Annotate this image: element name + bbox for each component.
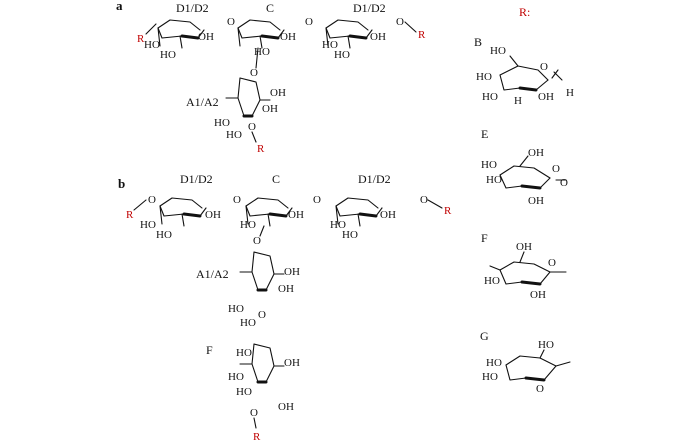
svg-text:OH: OH bbox=[284, 266, 300, 278]
svg-text:O: O bbox=[560, 177, 568, 189]
r-unit-b-ring bbox=[499, 55, 563, 92]
svg-text:O: O bbox=[258, 309, 266, 321]
svg-text:HO: HO bbox=[240, 317, 256, 329]
r-unit-e-ring bbox=[499, 155, 567, 190]
unit-label-d1d2-right-b: D1/D2 bbox=[358, 172, 391, 186]
ring-c-a bbox=[236, 18, 286, 50]
svg-text:HO: HO bbox=[334, 49, 350, 61]
svg-text:OH: OH bbox=[198, 31, 214, 43]
svg-text:O: O bbox=[548, 257, 556, 269]
svg-text:O: O bbox=[253, 235, 261, 247]
svg-text:O: O bbox=[540, 61, 548, 73]
svg-text:OH: OH bbox=[284, 357, 300, 369]
svg-text:OH: OH bbox=[288, 209, 304, 221]
svg-text:HO: HO bbox=[482, 91, 498, 103]
svg-text:HO: HO bbox=[538, 339, 554, 351]
svg-text:HO: HO bbox=[322, 39, 338, 51]
svg-text:OH: OH bbox=[278, 401, 294, 413]
svg-text:OH: OH bbox=[270, 87, 286, 99]
r-unit-label-g: G bbox=[480, 329, 489, 343]
unit-label-c-a: C bbox=[266, 1, 274, 15]
svg-text:HO: HO bbox=[481, 159, 497, 171]
r-unit-g-ring bbox=[505, 349, 571, 382]
svg-text:O: O bbox=[148, 194, 156, 206]
svg-text:OH: OH bbox=[278, 283, 294, 295]
svg-text:O: O bbox=[250, 67, 258, 79]
svg-text:HO: HO bbox=[484, 275, 500, 287]
svg-text:O: O bbox=[248, 121, 256, 133]
svg-text:O: O bbox=[250, 407, 258, 419]
unit-label-a1a2-b: A1/A2 bbox=[196, 267, 229, 281]
unit-label-c-b: C bbox=[272, 172, 280, 186]
r-group-bottom-b: R bbox=[253, 431, 261, 443]
svg-text:HO: HO bbox=[240, 219, 256, 231]
svg-text:OH: OH bbox=[380, 209, 396, 221]
panel-label-b: b bbox=[118, 176, 125, 191]
svg-text:HO: HO bbox=[486, 357, 502, 369]
svg-text:OH: OH bbox=[280, 31, 296, 43]
r-group-left-a: R bbox=[137, 33, 145, 45]
svg-text:H: H bbox=[514, 95, 522, 107]
ring-d1-b bbox=[158, 196, 208, 228]
panel-label-a: a bbox=[116, 0, 123, 13]
svg-text:HO: HO bbox=[330, 219, 346, 231]
unit-label-d1d2-right-a: D1/D2 bbox=[353, 1, 386, 15]
r-group-right-a: R bbox=[418, 29, 426, 41]
svg-text:O: O bbox=[420, 194, 428, 206]
unit-label-f-b: F bbox=[206, 343, 213, 357]
svg-text:HO: HO bbox=[482, 371, 498, 383]
svg-text:O: O bbox=[233, 194, 241, 206]
svg-text:O: O bbox=[536, 383, 544, 395]
svg-text:HO: HO bbox=[254, 46, 270, 58]
svg-text:HO: HO bbox=[226, 129, 242, 141]
svg-text:HO: HO bbox=[160, 49, 176, 61]
svg-text:H: H bbox=[566, 87, 574, 99]
svg-text:HO: HO bbox=[236, 386, 252, 398]
svg-text:O: O bbox=[396, 16, 404, 28]
svg-text:O: O bbox=[313, 194, 321, 206]
svg-text:HO: HO bbox=[228, 303, 244, 315]
svg-text:OH: OH bbox=[516, 241, 532, 253]
unit-label-d1d2-left-b: D1/D2 bbox=[180, 172, 213, 186]
svg-text:OH: OH bbox=[370, 31, 386, 43]
svg-text:O: O bbox=[305, 16, 313, 28]
svg-text:HO: HO bbox=[486, 174, 502, 186]
r-column-header: R: bbox=[519, 5, 530, 19]
svg-text:OH: OH bbox=[530, 289, 546, 301]
r-unit-label-b: B bbox=[474, 35, 482, 49]
svg-text:OH: OH bbox=[528, 147, 544, 159]
r-unit-label-f: F bbox=[481, 231, 488, 245]
r-group-left-b: R bbox=[126, 209, 134, 221]
svg-text:HO: HO bbox=[476, 71, 492, 83]
svg-text:O: O bbox=[227, 16, 235, 28]
svg-text:O: O bbox=[552, 163, 560, 175]
svg-text:HO: HO bbox=[490, 45, 506, 57]
svg-text:HO: HO bbox=[342, 229, 358, 241]
svg-text:OH: OH bbox=[205, 209, 221, 221]
r-group-right-b: R bbox=[444, 205, 452, 217]
svg-text:HO: HO bbox=[214, 117, 230, 129]
svg-text:HO: HO bbox=[156, 229, 172, 241]
r-group-bottom-a: R bbox=[257, 143, 265, 155]
svg-text:OH: OH bbox=[528, 195, 544, 207]
unit-label-a1a2-a: A1/A2 bbox=[186, 95, 219, 109]
unit-label-d1d2-left-a: D1/D2 bbox=[176, 1, 209, 15]
svg-text:HO: HO bbox=[144, 39, 160, 51]
svg-text:OH: OH bbox=[262, 103, 278, 115]
svg-text:HO: HO bbox=[228, 371, 244, 383]
svg-text:HO: HO bbox=[236, 347, 252, 359]
svg-text:OH: OH bbox=[538, 91, 554, 103]
r-unit-f-ring bbox=[489, 251, 567, 286]
r-unit-label-e: E bbox=[481, 127, 488, 141]
svg-text:HO: HO bbox=[140, 219, 156, 231]
